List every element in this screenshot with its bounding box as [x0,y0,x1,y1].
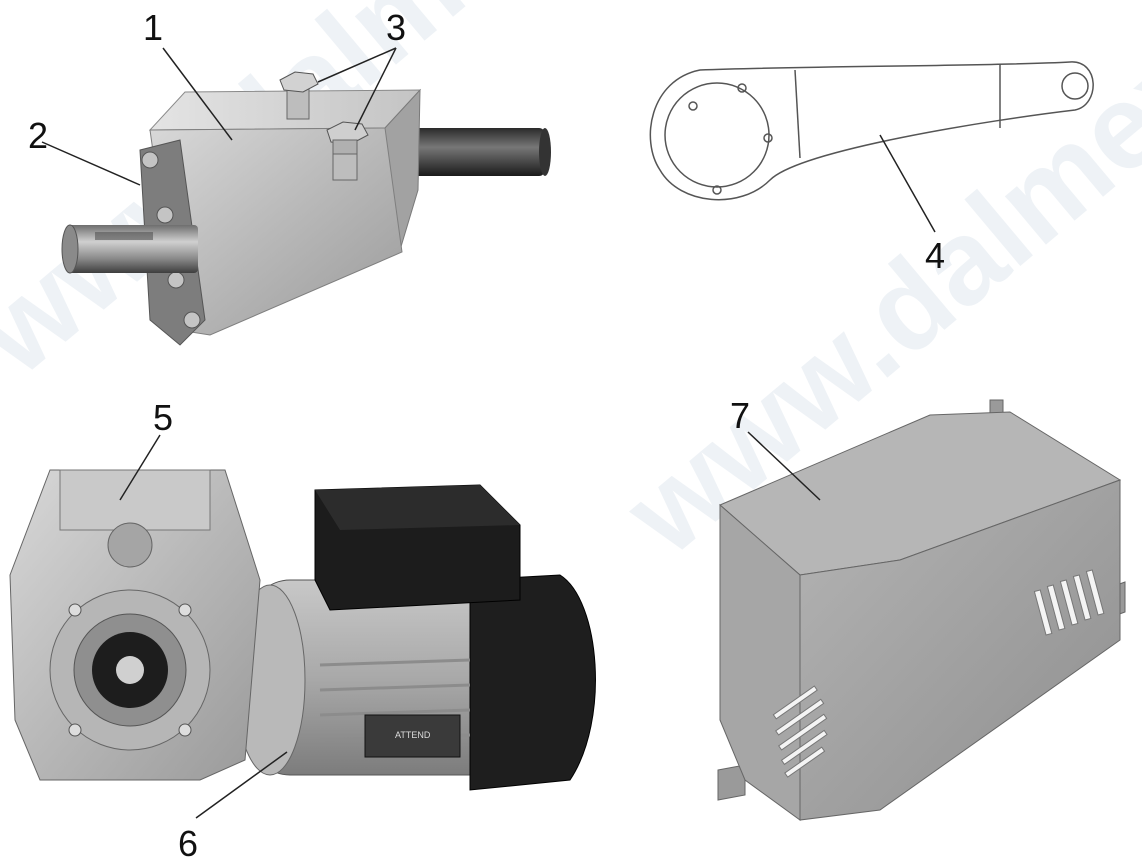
torque-arm-drawing [649,61,1094,201]
callout-numbers: 1 2 3 4 5 6 7 [28,7,945,864]
protective-cover [717,399,1126,821]
motor-end-cap [469,574,596,791]
callout-5: 5 [153,397,173,438]
cover-end [719,503,801,821]
vent-slots [1033,569,1105,636]
callout-4: 4 [925,235,945,276]
top-bolts [279,71,369,181]
callout-6: 6 [178,823,198,864]
callout-2: 2 [28,115,48,156]
motor-nameplate [364,714,461,758]
callout-7: 7 [730,395,750,436]
callout-1: 1 [143,7,163,48]
gear-motor-assembly: ATTEND [9,469,596,791]
shaft-block-assembly [61,71,551,346]
motor-nameplate-text: ATTEND [395,730,431,740]
rear-shaft [400,128,545,176]
leader-lines [41,47,936,819]
block-top-face [148,89,422,131]
callout-3: 3 [386,7,406,48]
